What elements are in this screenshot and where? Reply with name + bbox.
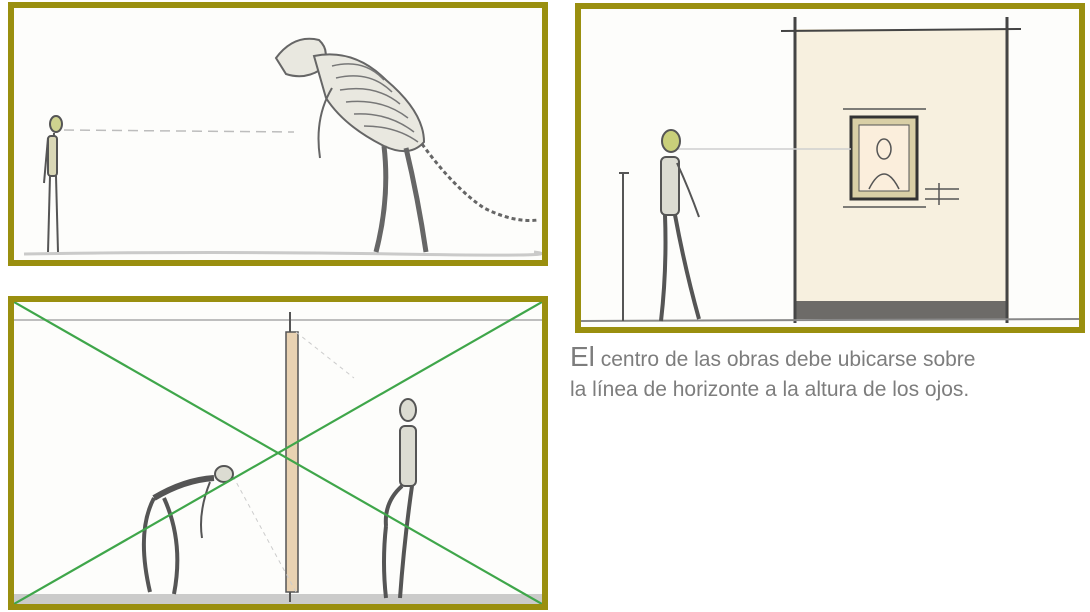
caption-line-2: la línea de horizonte a la altura de los…	[570, 378, 970, 401]
diagonal-line-2	[14, 302, 542, 604]
central-object	[233, 312, 355, 602]
person-figure	[659, 129, 701, 322]
dinosaur-sketch	[23, 37, 542, 257]
caption-text: El centro de las obras debe ubicarse sob…	[570, 342, 1070, 405]
dinosaur-sketch-panel	[8, 2, 548, 266]
standing-person-figure	[382, 398, 417, 599]
bending-person-figure	[141, 465, 234, 595]
artwork-sketch-panel	[575, 3, 1085, 333]
dinosaur-skeleton	[274, 37, 539, 253]
artwork-sketch	[581, 17, 1079, 323]
person-figure-small	[43, 115, 63, 253]
diagonal-sketch	[14, 302, 542, 604]
caption-line-1: centro de las obras debe ubicarse sobre	[594, 348, 976, 371]
framed-artwork	[843, 108, 959, 208]
caption-lead: El	[570, 341, 595, 372]
diagonal-sketch-panel	[8, 296, 548, 610]
